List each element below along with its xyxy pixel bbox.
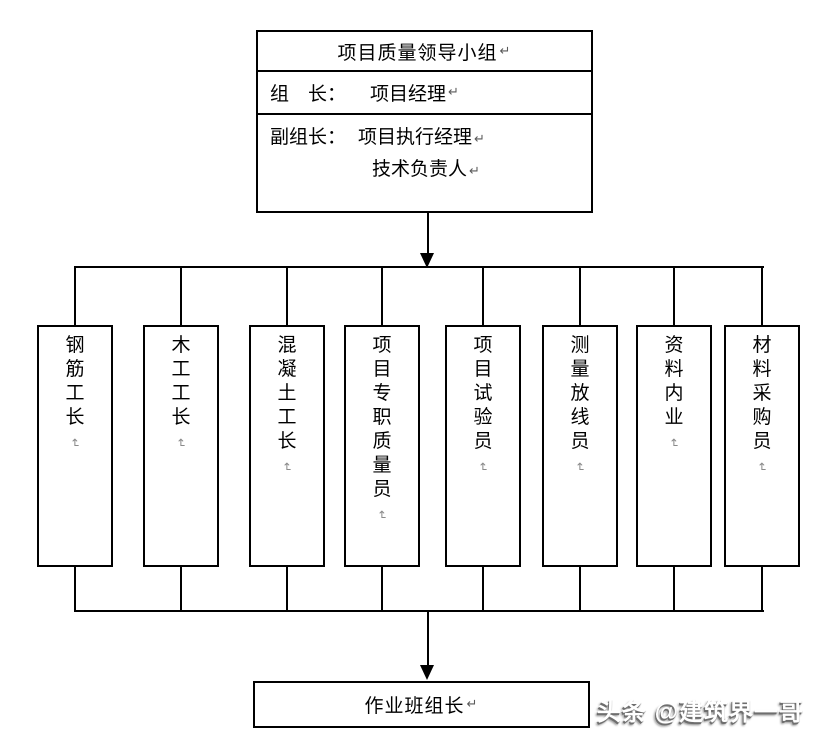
connector-line <box>74 266 76 326</box>
paragraph-return-icon: ↵ <box>448 85 459 100</box>
deputy-leader-value-2: 技术负责人↵ <box>372 159 480 180</box>
column-box-label: 项目试验员↵ <box>473 335 493 473</box>
connector-line <box>180 266 182 326</box>
down-arrowhead-icon <box>420 665 434 680</box>
connector-line <box>482 266 484 326</box>
column-box-label: 项目专职质量员↵ <box>372 335 392 521</box>
connector-line <box>579 266 581 326</box>
work-team-leader-label: 作业班组长 <box>364 696 465 717</box>
leadership-group-title: 项目质量领导小组 <box>337 42 498 64</box>
paragraph-return-icon: ↵ <box>280 461 294 473</box>
column-box: 钢筋工长↵ <box>37 325 113 567</box>
connector-line <box>482 567 484 612</box>
column-box: 资料内业↵ <box>636 325 712 567</box>
connector-line <box>427 610 429 666</box>
leadership-group-box: 项目质量领导小组↵ 组 长： 项目经理↵ 副组长： 项目执行经理↵ 技术负责人↵ <box>256 30 593 213</box>
connector-line <box>761 567 763 612</box>
connector-line <box>427 213 429 255</box>
column-box: 混凝土工长↵ <box>249 325 325 567</box>
deputy-leader-label: 副组长： <box>270 127 347 148</box>
connector-line <box>673 567 675 612</box>
connector-line <box>579 567 581 612</box>
deputy-leader-row: 副组长： 项目执行经理↵ 技术负责人↵ <box>258 115 591 187</box>
group-leader-label: 组 长： <box>270 84 347 105</box>
paragraph-return-icon: ↵ <box>68 437 82 449</box>
paragraph-return-icon: ↵ <box>466 697 479 712</box>
column-box: 项目试验员↵ <box>445 325 521 567</box>
work-team-leader-box: 作业班组长↵ <box>253 681 590 728</box>
group-leader-value: 项目经理 <box>370 84 447 105</box>
paragraph-return-icon: ↵ <box>469 164 480 179</box>
connector-line <box>180 567 182 612</box>
connector-line <box>74 567 76 612</box>
paragraph-return-icon: ↵ <box>174 437 188 449</box>
connector-line <box>286 567 288 612</box>
paragraph-return-icon: ↵ <box>375 509 389 521</box>
connector-line <box>74 610 764 612</box>
column-box: 木工工长↵ <box>143 325 219 567</box>
paragraph-return-icon: ↵ <box>499 43 512 59</box>
connector-line <box>286 266 288 326</box>
connector-line <box>673 266 675 326</box>
group-leader-row: 组 长： 项目经理↵ <box>258 72 591 115</box>
column-box-label: 钢筋工长↵ <box>65 335 85 449</box>
toutiao-watermark: 头条 @建筑界一哥 <box>596 699 804 726</box>
paragraph-return-icon: ↵ <box>474 132 485 147</box>
column-box-label: 混凝土工长↵ <box>277 335 297 473</box>
column-box: 项目专职质量员↵ <box>344 325 420 567</box>
connector-line <box>381 266 383 326</box>
paragraph-return-icon: ↵ <box>476 461 490 473</box>
column-box-label: 材料采购员↵ <box>752 335 772 473</box>
connector-line <box>74 266 764 268</box>
column-box-label: 资料内业↵ <box>664 335 684 449</box>
paragraph-return-icon: ↵ <box>573 461 587 473</box>
leadership-group-title-row: 项目质量领导小组↵ <box>258 32 591 72</box>
column-box-label: 测量放线员↵ <box>570 335 590 473</box>
down-arrowhead-icon <box>420 253 434 268</box>
connector-line <box>381 567 383 612</box>
column-box-label: 木工工长↵ <box>171 335 191 449</box>
column-box: 测量放线员↵ <box>542 325 618 567</box>
deputy-leader-values: 项目执行经理↵ 技术负责人↵ <box>358 123 485 187</box>
deputy-leader-value-1: 项目执行经理↵ <box>358 127 485 148</box>
paragraph-return-icon: ↵ <box>667 437 681 449</box>
paragraph-return-icon: ↵ <box>755 461 769 473</box>
connector-line <box>761 266 763 326</box>
column-box: 材料采购员↵ <box>724 325 800 567</box>
